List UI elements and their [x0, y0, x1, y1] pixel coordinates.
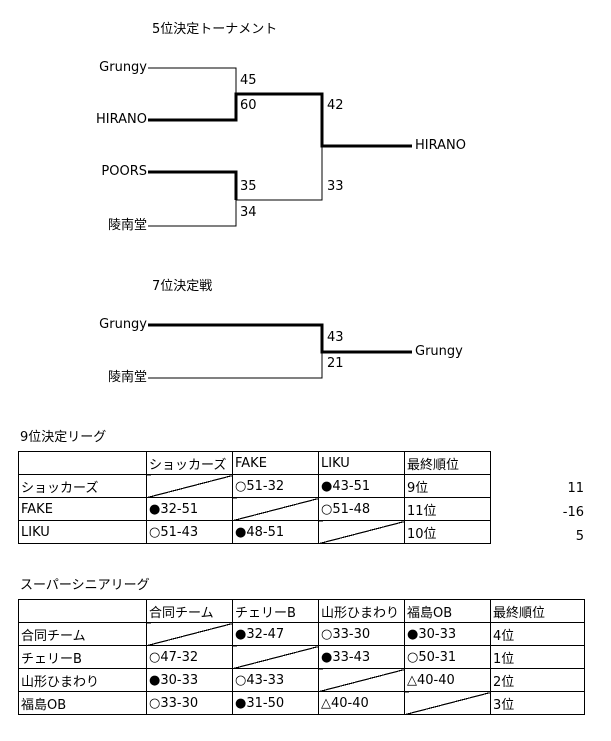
header-cell: 山形ひまわり — [318, 599, 405, 623]
table-row: 福島OB ○33-30 ●31-50 △40-40 3位 — [18, 691, 585, 715]
diagonal-cell — [146, 474, 233, 498]
diagonal-cell — [232, 645, 319, 669]
senior-table: 合同チーム チェリーB 山形ひまわり 福島OB 最終順位 合同チーム ●32-4… — [18, 599, 585, 715]
result-cell: ○51-32 — [232, 474, 319, 498]
table-row: FAKE ●32-51 ○51-48 11位 — [18, 497, 491, 521]
league9-table: ショッカーズ FAKE LIKU 最終順位 ショッカーズ ○51-32 ●43-… — [18, 451, 491, 544]
table-row: 合同チーム チェリーB 山形ひまわり 福島OB 最終順位 — [18, 599, 585, 623]
table-row: チェリーB ○47-32 ●33-43 ○50-31 1位 — [18, 645, 585, 669]
t5-team-2: HIRANO — [96, 112, 147, 127]
row-name: 山形ひまわり — [18, 668, 147, 692]
row-name: FAKE — [18, 497, 147, 521]
row-name: LIKU — [18, 520, 147, 544]
row-name: ショッカーズ — [18, 474, 147, 498]
result-cell: ○43-33 — [232, 668, 319, 692]
t5-winner: HIRANO — [415, 138, 466, 153]
table-row: 山形ひまわり ●30-33 ○43-33 △40-40 2位 — [18, 668, 585, 692]
result-cell: ○33-30 — [318, 622, 405, 646]
m7-team-1: Grungy — [99, 317, 147, 332]
league9-extra-2: -16 — [562, 505, 584, 520]
header-cell: 最終順位 — [490, 599, 585, 623]
t5-team-1: Grungy — [99, 60, 147, 75]
diagonal-cell — [404, 691, 491, 715]
result-cell: ●32-51 — [146, 497, 233, 521]
match7-title: 7位決定戦 — [152, 279, 213, 294]
header-cell — [18, 599, 147, 623]
table-row: LIKU ○51-43 ●48-51 10位 — [18, 520, 491, 544]
result-cell: ●31-50 — [232, 691, 319, 715]
table-row: ショッカーズ FAKE LIKU 最終順位 — [18, 451, 491, 475]
rank-cell: 2位 — [490, 668, 585, 692]
m7-score-2: 21 — [327, 356, 344, 371]
league9-extra-1: 11 — [567, 481, 584, 496]
result-cell: ○33-30 — [146, 691, 233, 715]
tournament5-bracket — [148, 67, 412, 379]
header-cell: ショッカーズ — [146, 451, 233, 475]
row-name: 合同チーム — [18, 622, 147, 646]
senior-title: スーパーシニアリーグ — [20, 578, 150, 593]
league9-title: 9位決定リーグ — [20, 430, 107, 445]
row-name: チェリーB — [18, 645, 147, 669]
rank-cell: 9位 — [404, 474, 491, 498]
result-cell: ○50-31 — [404, 645, 491, 669]
t5-team-4: 陵南堂 — [107, 218, 147, 233]
header-cell: FAKE — [232, 451, 319, 475]
header-cell: 福島OB — [404, 599, 491, 623]
result-cell: ●32-47 — [232, 622, 319, 646]
tournament5-title: 5位決定トーナメント — [152, 22, 278, 37]
table-row: 合同チーム ●32-47 ○33-30 ●30-33 4位 — [18, 622, 585, 646]
result-cell: ●30-33 — [404, 622, 491, 646]
t5-score-5: 42 — [327, 98, 344, 113]
result-cell: ●48-51 — [232, 520, 319, 544]
header-cell: 最終順位 — [404, 451, 491, 475]
m7-score-1: 43 — [327, 330, 344, 345]
header-cell: 合同チーム — [146, 599, 233, 623]
t5-score-1: 45 — [240, 73, 257, 88]
t5-score-6: 33 — [327, 179, 344, 194]
t5-score-3: 35 — [240, 179, 257, 194]
rank-cell: 11位 — [404, 497, 491, 521]
diagonal-cell — [232, 497, 319, 521]
result-cell: △40-40 — [318, 691, 405, 715]
diagonal-cell — [318, 668, 405, 692]
m7-winner: Grungy — [415, 344, 463, 359]
result-cell: ●33-43 — [318, 645, 405, 669]
rank-cell: 1位 — [490, 645, 585, 669]
league9-extra-3: 5 — [575, 529, 584, 544]
result-cell: ○51-43 — [146, 520, 233, 544]
result-cell: ●43-51 — [318, 474, 405, 498]
row-name: 福島OB — [18, 691, 147, 715]
rank-cell: 4位 — [490, 622, 585, 646]
result-cell: △40-40 — [404, 668, 491, 692]
header-cell: LIKU — [318, 451, 405, 475]
header-cell — [18, 451, 147, 475]
result-cell: ●30-33 — [146, 668, 233, 692]
t5-score-4: 34 — [240, 205, 257, 220]
m7-team-2: 陵南堂 — [107, 370, 147, 385]
rank-cell: 3位 — [490, 691, 585, 715]
result-cell: ○47-32 — [146, 645, 233, 669]
rank-cell: 10位 — [404, 520, 491, 544]
table-row: ショッカーズ ○51-32 ●43-51 9位 — [18, 474, 491, 498]
diagonal-cell — [318, 520, 405, 544]
diagonal-cell — [146, 622, 233, 646]
header-cell: チェリーB — [232, 599, 319, 623]
t5-score-2: 60 — [240, 98, 257, 113]
t5-team-3: POORS — [101, 164, 147, 179]
result-cell: ○51-48 — [318, 497, 405, 521]
